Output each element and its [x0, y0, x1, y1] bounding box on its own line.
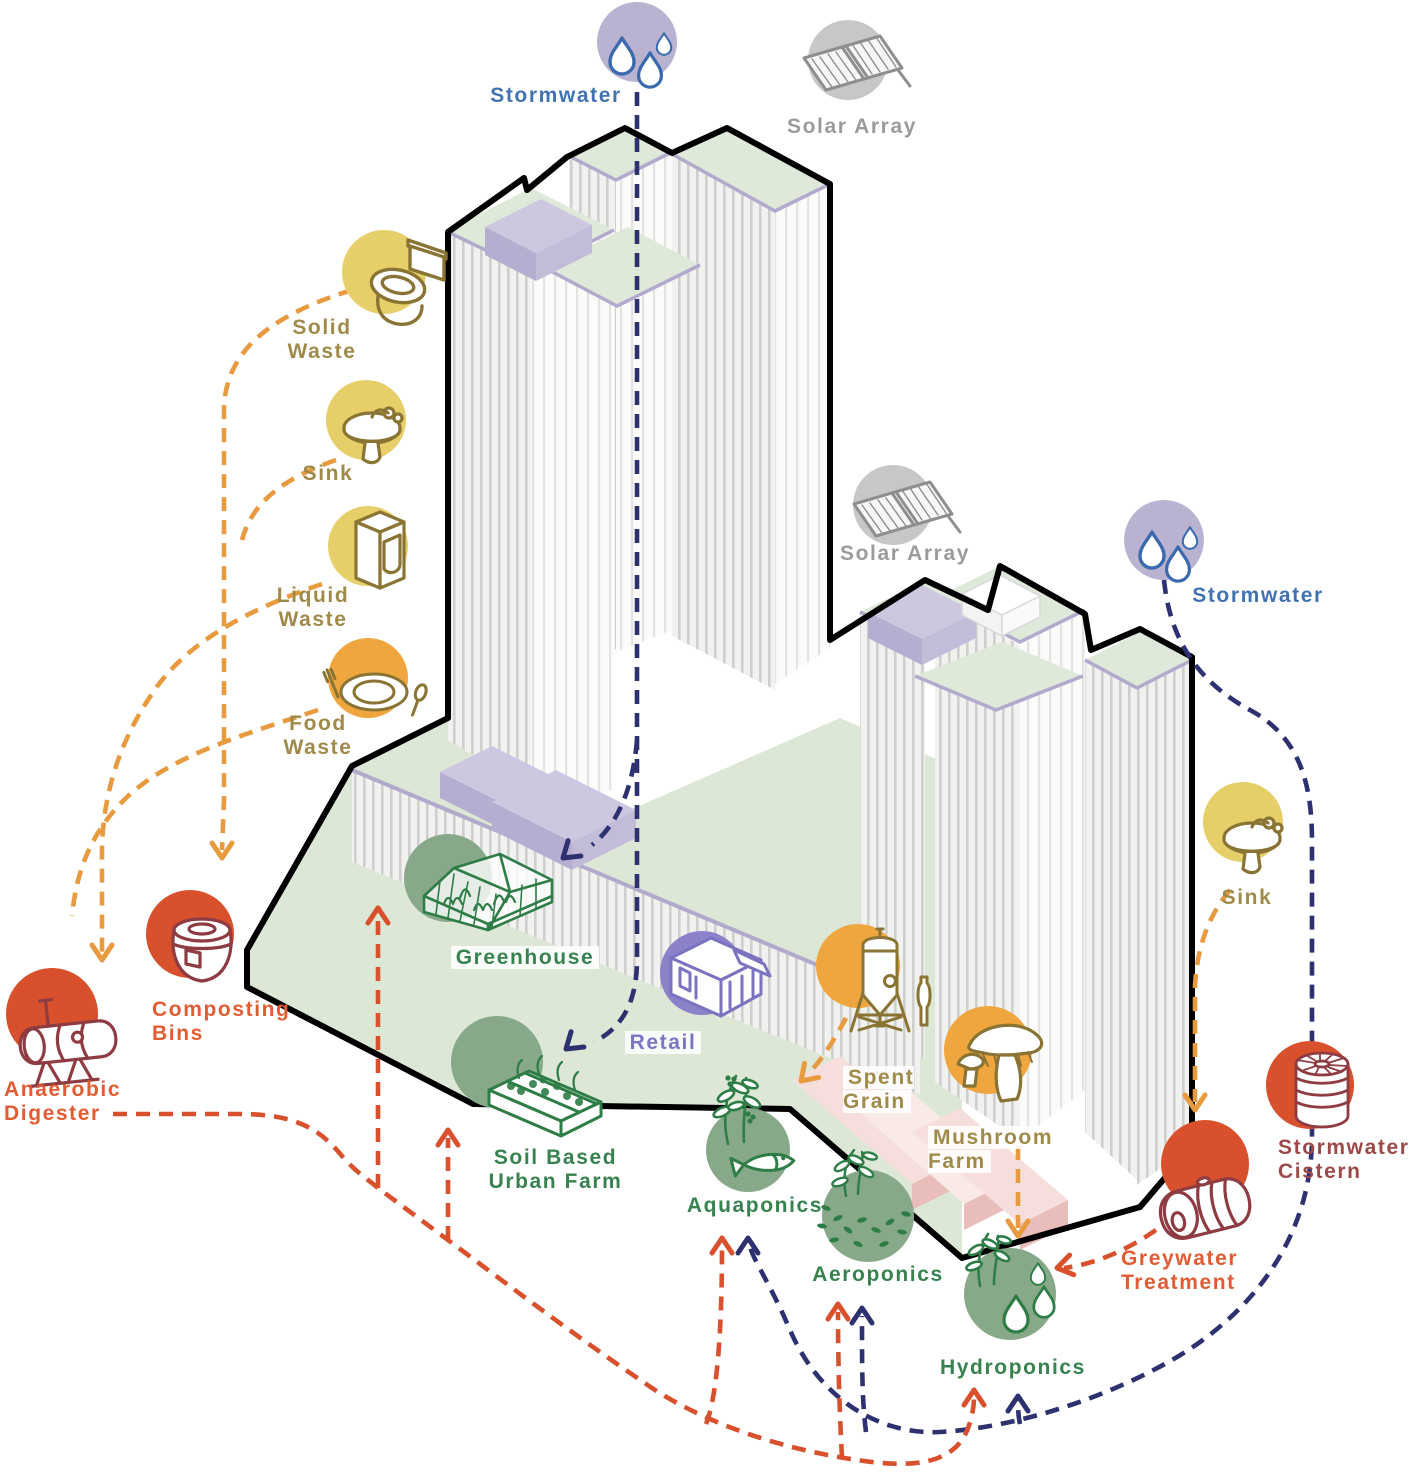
- label-mushroom-farm: Mushroom Farm: [928, 1126, 1054, 1173]
- left-front-face-se: [531, 230, 614, 800]
- solar-array-icon: [802, 34, 912, 92]
- label-food-waste: Food Waste: [283, 712, 353, 759]
- flow-lines: [69, 92, 1315, 1467]
- label-aeroponics: Aeroponics: [812, 1263, 944, 1286]
- arrow: [435, 1127, 461, 1148]
- flow-stormwater-right: [747, 579, 1315, 1435]
- compost-bin-icon: [171, 917, 233, 983]
- plaza-roof-box-2: [492, 770, 636, 870]
- label-aquaponics: Aquaponics: [686, 1194, 824, 1217]
- hydroponics-icon: [965, 1232, 1056, 1334]
- flow-compost-aeroponics: [835, 1311, 845, 1459]
- sink-icon: [342, 406, 404, 465]
- arrow: [365, 905, 391, 926]
- label-soil-based-urban-farm: Soil Based Urban Farm: [488, 1146, 623, 1193]
- label-sink-right: Sink: [1221, 886, 1273, 909]
- right-tower-3-face-sw: [1085, 660, 1137, 1180]
- mushroom-icon: [956, 1023, 1044, 1103]
- flow-greywater: [1063, 1228, 1158, 1271]
- label-stormwater-right: Stormwater: [1192, 584, 1324, 607]
- anaerobic-digester-icon: [18, 998, 118, 1088]
- arrow: [1005, 1218, 1031, 1239]
- raindrops-icon: [608, 32, 673, 89]
- arrow: [1182, 1092, 1208, 1113]
- label-greenhouse: Greenhouse: [425, 946, 625, 970]
- arrow: [1054, 1252, 1077, 1278]
- flow-navy-aero-spur: [859, 1315, 869, 1433]
- label-spent-grain: Spent Grain: [843, 1066, 915, 1113]
- label-sink-left: Sink: [302, 462, 354, 485]
- flow-solid-waste: [219, 287, 353, 851]
- right-tower-2-face-sw: [935, 600, 1020, 1140]
- arrow: [209, 840, 235, 861]
- building-silhouette-outline: [244, 125, 1195, 1261]
- greenhouse-icon: [422, 852, 554, 932]
- left-tower-a2-face: [616, 152, 672, 652]
- left-tower-b-face-sw: [672, 154, 775, 690]
- solar-array-icon: [852, 480, 962, 538]
- label-composting-bins: Composting Bins: [152, 998, 291, 1045]
- label-solar-array-right: Solar Array: [839, 542, 971, 565]
- flow-compost-aquaponics: [703, 1245, 725, 1425]
- sink-icon: [1222, 816, 1284, 875]
- aeroponics-icon: [817, 1148, 911, 1248]
- aquaponics-icon: [712, 1074, 796, 1178]
- arrow: [849, 1305, 875, 1326]
- flow-navy-hydro-spur: [1015, 1399, 1023, 1425]
- arrow: [89, 942, 115, 963]
- label-stormwater-top: Stormwater: [490, 84, 622, 107]
- building-complex: [244, 125, 1195, 1261]
- arrow: [825, 1301, 851, 1322]
- flow-stormwater-main: [592, 92, 640, 1045]
- left-tower-b-face-se: [775, 184, 830, 684]
- arrow: [798, 1060, 822, 1084]
- label-solar-array-top: Solar Array: [786, 115, 918, 138]
- arrow: [560, 838, 584, 861]
- label-retail: Retail: [563, 1031, 763, 1055]
- retail-shop-icon: [669, 936, 772, 1018]
- arrow: [1005, 1393, 1031, 1414]
- planter-bed-icon: [487, 1054, 603, 1138]
- flow-compost-main: [113, 1111, 977, 1467]
- arrow: [735, 1235, 761, 1256]
- flow-food-waste: [69, 707, 319, 917]
- stormwater-cistern-icon: [1294, 1051, 1350, 1129]
- left-tower-b-roof: [672, 127, 830, 211]
- vine-leaves: [817, 1205, 911, 1248]
- fermenter-icon: [849, 927, 932, 1033]
- food-plate-icon: [322, 667, 428, 717]
- arrow: [563, 1029, 587, 1052]
- flow-sink-left: [239, 457, 337, 541]
- right-tower-2-face-se: [1020, 612, 1085, 1140]
- raindrops-icon: [1138, 526, 1199, 583]
- greywater-tank-icon: [1158, 1176, 1252, 1240]
- arrow: [709, 1235, 735, 1256]
- label-liquid-waste: Liquid Waste: [276, 584, 350, 631]
- node-icons: [18, 32, 1350, 1334]
- arrow: [961, 1387, 987, 1408]
- urinal-icon: [354, 510, 406, 590]
- flow-liquid-waste: [99, 581, 323, 952]
- label-greywater-treatment: Greywater Treatment: [1121, 1247, 1239, 1294]
- left-roof-box: [485, 199, 592, 281]
- flow-sink-right: [1192, 888, 1232, 1102]
- left-step-roof: [545, 227, 700, 306]
- label-anaerobic-digester: Anaerobic Digester: [4, 1078, 122, 1125]
- label-stormwater-cistern: Stormwater Cistern: [1278, 1136, 1410, 1183]
- flow-spent-grain: [806, 1016, 849, 1076]
- label-solid-waste: Solid Waste: [287, 316, 357, 363]
- toilet-icon: [369, 238, 448, 326]
- left-front-face-sw: [448, 230, 531, 790]
- right-tower-3-face-se: [1137, 660, 1192, 1185]
- label-hydroponics: Hydroponics: [940, 1356, 1086, 1379]
